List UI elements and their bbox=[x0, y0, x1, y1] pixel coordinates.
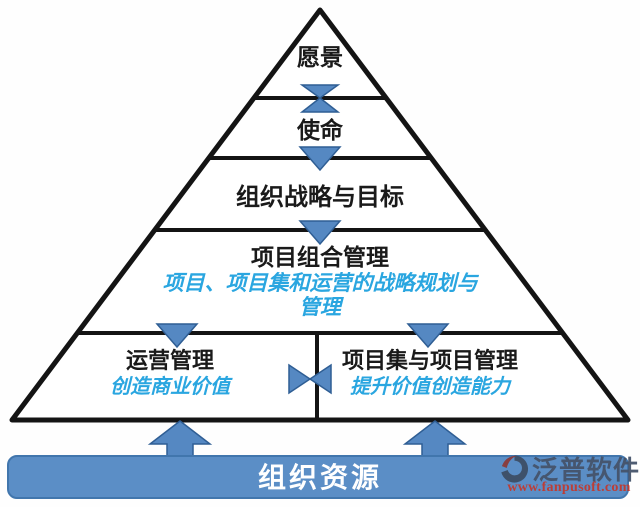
fanpu-logo-icon bbox=[501, 454, 529, 483]
up-arrow-icon bbox=[299, 97, 341, 113]
down-arrow-icon bbox=[406, 323, 450, 349]
block-up-arrow-icon bbox=[147, 420, 213, 460]
right-arrow-icon bbox=[288, 363, 312, 395]
pyramid-outline bbox=[9, 7, 631, 423]
down-arrow-icon bbox=[299, 84, 341, 99]
level-sublabel-portfolio: 项目、项目集和运营的战略规划与管理 bbox=[162, 271, 478, 319]
cell-operations: 运营管理 创造商业价值 bbox=[70, 349, 270, 398]
watermark-brand-row: 泛普软件 bbox=[498, 450, 640, 487]
cell-sublabel-program: 提升价值创造能力 bbox=[350, 374, 510, 399]
cell-program: 项目集与项目管理 提升价值创造能力 bbox=[322, 349, 538, 398]
watermark-url: www.fanpusoft.com bbox=[507, 480, 631, 495]
level-label-strategy: 组织战略与目标 bbox=[236, 183, 404, 211]
left-arrow-icon bbox=[308, 363, 332, 395]
down-arrow-icon bbox=[298, 146, 342, 172]
flow-arrows bbox=[147, 84, 468, 460]
cell-title-operations: 运营管理 bbox=[125, 349, 214, 374]
resources-bar bbox=[7, 455, 629, 499]
down-arrow-icon bbox=[155, 323, 199, 349]
hourglass-arrow-icon bbox=[299, 84, 341, 113]
resources-bar-label: 组织资源 bbox=[257, 461, 382, 494]
level-label-mission: 使命 bbox=[297, 118, 343, 144]
watermark-brand-text: 泛普软件 bbox=[531, 456, 640, 486]
down-arrow-icon bbox=[298, 220, 342, 246]
level-label-portfolio: 项目组合管理 bbox=[251, 245, 389, 271]
watermark: 泛普软件 www.fanpusoft.com bbox=[498, 450, 640, 496]
bowtie-arrow-icon bbox=[288, 363, 332, 395]
block-up-arrow-icon bbox=[402, 420, 468, 460]
cell-title-program: 项目集与项目管理 bbox=[341, 349, 518, 374]
level-label-vision: 愿景 bbox=[297, 45, 343, 71]
cell-sublabel-operations: 创造商业价值 bbox=[110, 374, 230, 399]
